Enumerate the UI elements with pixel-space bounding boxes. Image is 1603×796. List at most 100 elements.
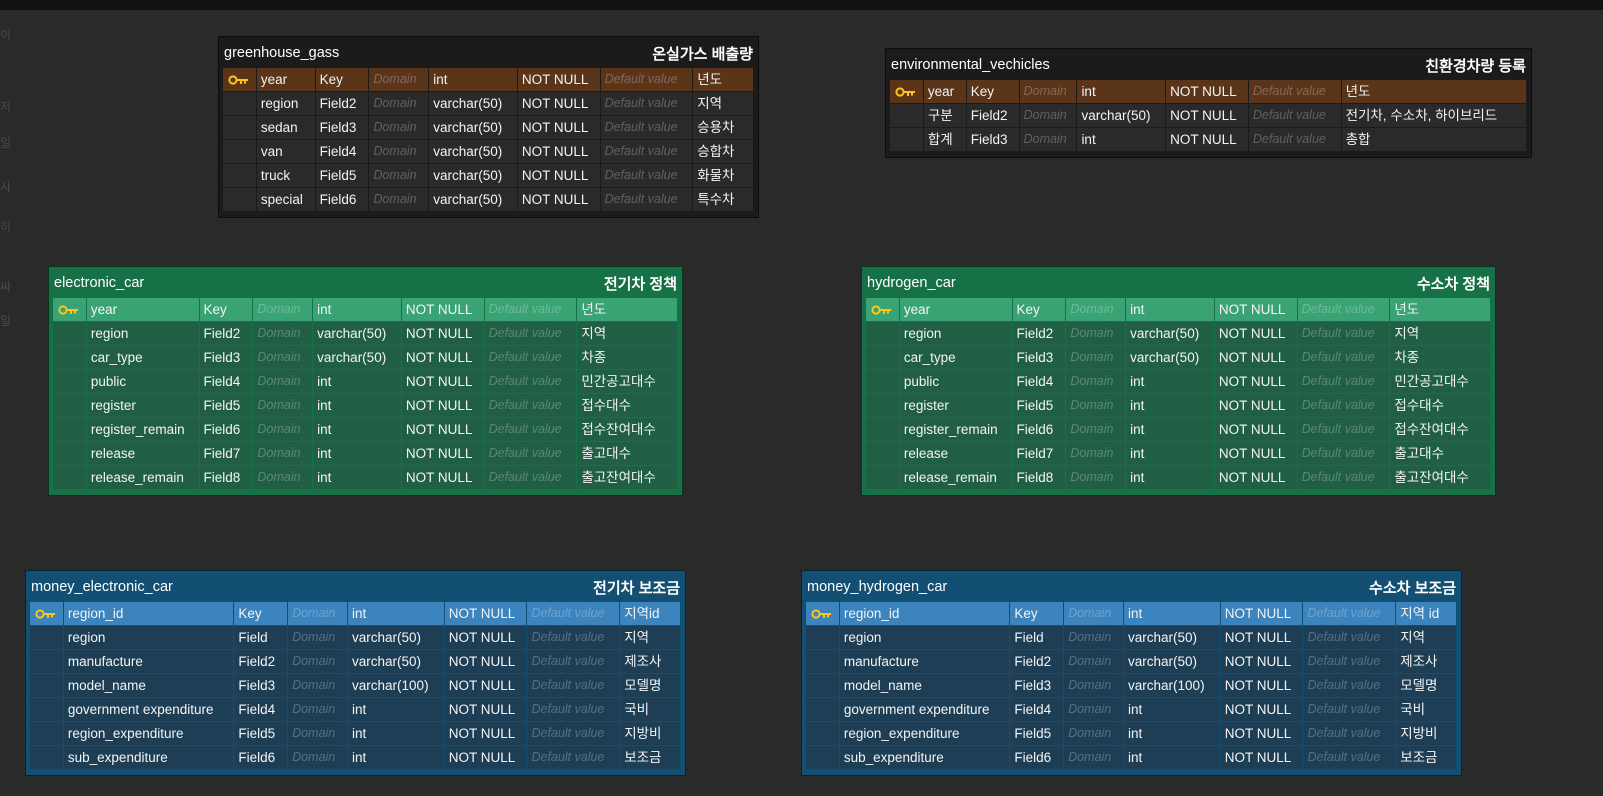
column-nullable[interactable]: NOT NULL <box>1166 128 1248 151</box>
column-comment[interactable]: 지역 <box>577 322 677 345</box>
column-type[interactable]: int <box>1126 298 1214 321</box>
column-domain[interactable]: Domain <box>1064 746 1124 769</box>
column-domain[interactable]: Domain <box>288 698 348 721</box>
column-key[interactable]: Field2 <box>315 92 369 115</box>
column-comment[interactable]: 차종 <box>1390 346 1490 369</box>
column-comment[interactable]: 접수잔여대수 <box>1390 418 1490 441</box>
column-name[interactable]: year <box>256 68 315 91</box>
column-key[interactable]: Field2 <box>1010 650 1064 673</box>
column-domain[interactable]: Domain <box>1019 80 1077 103</box>
column-comment[interactable]: 승합차 <box>693 140 753 163</box>
column-row[interactable]: manufacture Field2 Domain varchar(50) NO… <box>30 650 681 674</box>
column-domain[interactable]: Domain <box>1066 370 1126 393</box>
column-name[interactable]: region_id <box>839 602 1010 625</box>
column-row[interactable]: release Field7 Domain int NOT NULL Defau… <box>866 442 1491 466</box>
column-row[interactable]: region_id Key Domain int NOT NULL Defaul… <box>806 602 1457 626</box>
column-name[interactable]: region <box>86 322 199 345</box>
column-row[interactable]: public Field4 Domain int NOT NULL Defaul… <box>866 370 1491 394</box>
column-name[interactable]: region <box>839 626 1010 649</box>
column-comment[interactable]: 지역 id <box>1396 602 1457 625</box>
column-type[interactable]: int <box>1124 698 1220 721</box>
column-name[interactable]: year <box>923 80 966 103</box>
column-comment[interactable]: 지방비 <box>1396 722 1457 745</box>
column-default[interactable]: Default value <box>527 674 620 697</box>
column-comment[interactable]: 지역 <box>1396 626 1457 649</box>
column-default[interactable]: Default value <box>1248 104 1341 127</box>
column-nullable[interactable]: NOT NULL <box>1214 346 1297 369</box>
column-nullable[interactable]: NOT NULL <box>1214 394 1297 417</box>
column-name[interactable]: year <box>899 298 1012 321</box>
column-default[interactable]: Default value <box>1297 418 1390 441</box>
column-comment[interactable]: 보조금 <box>620 746 681 769</box>
column-domain[interactable]: Domain <box>1064 602 1124 625</box>
entity-table-hydrogen_car[interactable]: hydrogen_car 수소차 정책 year Key Domain int … <box>861 266 1496 496</box>
column-nullable[interactable]: NOT NULL <box>1220 602 1303 625</box>
column-default[interactable]: Default value <box>527 602 620 625</box>
column-default[interactable]: Default value <box>527 698 620 721</box>
column-name[interactable]: truck <box>256 164 315 187</box>
entity-header[interactable]: environmental_vechicles 친환경차량 등록 <box>886 49 1531 80</box>
column-row[interactable]: public Field4 Domain int NOT NULL Defaul… <box>53 370 678 394</box>
column-comment[interactable]: 지역 <box>620 626 681 649</box>
column-comment[interactable]: 지역 <box>1390 322 1490 345</box>
column-row[interactable]: region Field2 Domain varchar(50) NOT NUL… <box>866 322 1491 346</box>
column-name[interactable]: public <box>899 370 1012 393</box>
column-comment[interactable]: 모델명 <box>620 674 681 697</box>
column-name[interactable]: year <box>86 298 199 321</box>
column-key[interactable]: Field7 <box>1012 442 1066 465</box>
column-nullable[interactable]: NOT NULL <box>401 298 484 321</box>
column-domain[interactable]: Domain <box>369 92 429 115</box>
column-key[interactable]: Field6 <box>1010 746 1064 769</box>
column-type[interactable]: int <box>1124 602 1220 625</box>
column-key[interactable]: Key <box>966 80 1019 103</box>
column-domain[interactable]: Domain <box>288 626 348 649</box>
column-nullable[interactable]: NOT NULL <box>1166 104 1248 127</box>
column-type[interactable]: varchar(50) <box>348 650 444 673</box>
column-domain[interactable]: Domain <box>1066 466 1126 489</box>
column-key[interactable]: Field3 <box>234 674 288 697</box>
column-comment[interactable]: 출고잔여대수 <box>577 466 677 489</box>
column-name[interactable]: sub_expenditure <box>63 746 234 769</box>
column-nullable[interactable]: NOT NULL <box>1214 370 1297 393</box>
column-row[interactable]: register Field5 Domain int NOT NULL Defa… <box>53 394 678 418</box>
column-name[interactable]: car_type <box>86 346 199 369</box>
column-name[interactable]: manufacture <box>63 650 234 673</box>
column-domain[interactable]: Domain <box>1066 418 1126 441</box>
column-default[interactable]: Default value <box>1248 80 1341 103</box>
column-default[interactable]: Default value <box>1297 370 1390 393</box>
column-comment[interactable]: 국비 <box>1396 698 1457 721</box>
column-name[interactable]: government expenditure <box>839 698 1010 721</box>
column-comment[interactable]: 출고대수 <box>1390 442 1490 465</box>
column-type[interactable]: int <box>313 442 401 465</box>
column-name[interactable]: sub_expenditure <box>839 746 1010 769</box>
column-default[interactable]: Default value <box>600 164 693 187</box>
column-default[interactable]: Default value <box>1297 322 1390 345</box>
column-name[interactable]: car_type <box>899 346 1012 369</box>
column-domain[interactable]: Domain <box>1064 722 1124 745</box>
column-default[interactable]: Default value <box>1303 698 1396 721</box>
column-key[interactable]: Field5 <box>234 722 288 745</box>
column-type[interactable]: varchar(50) <box>313 322 401 345</box>
column-name[interactable]: sedan <box>256 116 315 139</box>
column-domain[interactable]: Domain <box>288 722 348 745</box>
column-key[interactable]: Field8 <box>1012 466 1066 489</box>
column-key[interactable]: Field6 <box>199 418 253 441</box>
column-nullable[interactable]: NOT NULL <box>1214 322 1297 345</box>
column-nullable[interactable]: NOT NULL <box>401 346 484 369</box>
column-type[interactable]: int <box>313 370 401 393</box>
entity-table-money_hydrogen_car[interactable]: money_hydrogen_car 수소차 보조금 region_id Key… <box>801 570 1462 776</box>
column-key[interactable]: Field2 <box>199 322 253 345</box>
column-nullable[interactable]: NOT NULL <box>1214 298 1297 321</box>
entity-table-money_electronic_car[interactable]: money_electronic_car 전기차 보조금 region_id K… <box>25 570 686 776</box>
column-default[interactable]: Default value <box>600 188 693 211</box>
column-key[interactable]: Field3 <box>1010 674 1064 697</box>
column-key[interactable]: Field5 <box>1012 394 1066 417</box>
column-row[interactable]: sedan Field3 Domain varchar(50) NOT NULL… <box>223 116 754 140</box>
column-name[interactable]: special <box>256 188 315 211</box>
column-type[interactable]: int <box>313 298 401 321</box>
column-type[interactable]: int <box>348 722 444 745</box>
column-row[interactable]: sub_expenditure Field6 Domain int NOT NU… <box>806 746 1457 770</box>
column-type[interactable]: varchar(50) <box>348 626 444 649</box>
entity-header[interactable]: greenhouse_gass 온실가스 배출량 <box>219 37 758 68</box>
column-row[interactable]: car_type Field3 Domain varchar(50) NOT N… <box>866 346 1491 370</box>
